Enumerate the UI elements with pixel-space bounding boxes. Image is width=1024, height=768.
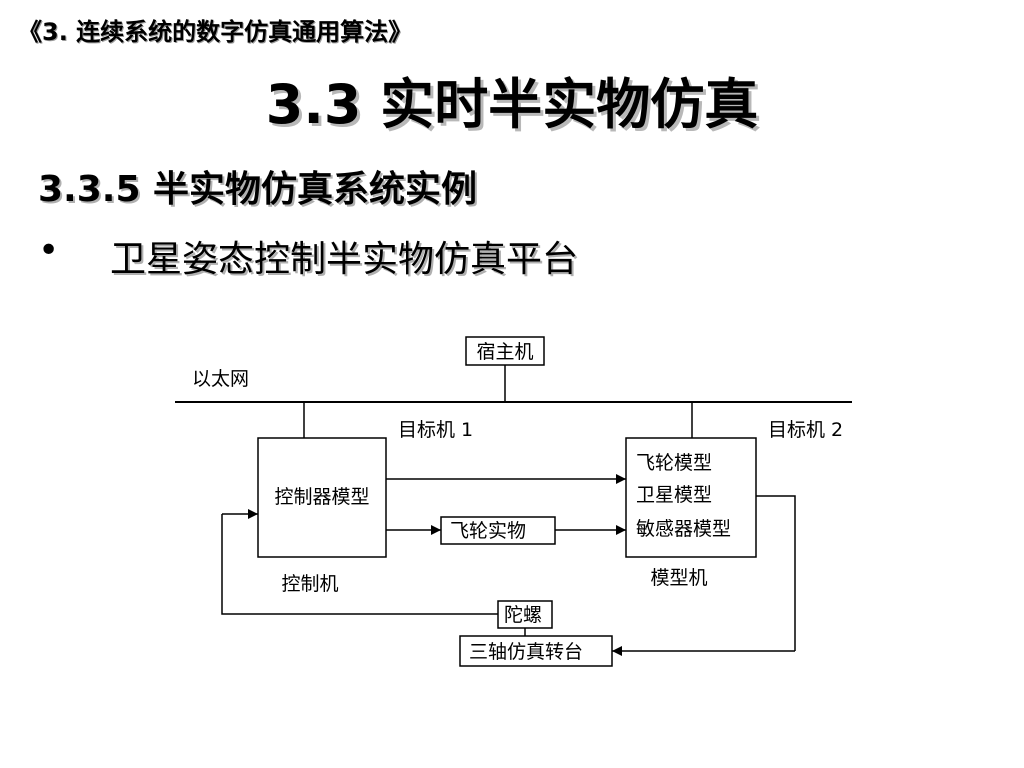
gyro-box [497, 600, 553, 629]
gyro-to-controller-line [221, 514, 498, 615]
ethernet-label: 以太网 [192, 368, 249, 390]
flywheel-real-label: 飞轮实物 [450, 520, 526, 542]
target1-label: 目标机 1 [398, 419, 473, 441]
host-box [465, 336, 545, 366]
model-line-3: 敏感器模型 [636, 518, 731, 540]
breadcrumb: 《3. 连续系统的数字仿真通用算法》 [18, 18, 413, 46]
bullet-dot: • [38, 230, 60, 271]
gyro-label: 陀螺 [504, 604, 542, 626]
bullet-text: 卫星姿态控制半实物仿真平台 [110, 239, 579, 280]
turntable-box [459, 635, 613, 667]
turntable-label: 三轴仿真转台 [469, 641, 583, 663]
model-box [625, 437, 757, 558]
controller-box [257, 437, 387, 558]
target2-label: 目标机 2 [768, 419, 843, 441]
host-label: 宿主机 [476, 341, 533, 363]
model-line-2: 卫星模型 [636, 484, 712, 506]
controller-label: 控制器模型 [274, 486, 369, 508]
model-machine-label: 模型机 [650, 567, 707, 589]
model-line-1: 飞轮模型 [636, 452, 712, 474]
control-machine-label: 控制机 [281, 573, 338, 595]
section-subtitle: 3.3.5 半实物仿真系统实例 [38, 169, 478, 210]
page-title: 3.3 实时半实物仿真 [265, 73, 759, 136]
model-to-turntable-line [756, 495, 796, 651]
flywheel-real-box [440, 516, 556, 545]
